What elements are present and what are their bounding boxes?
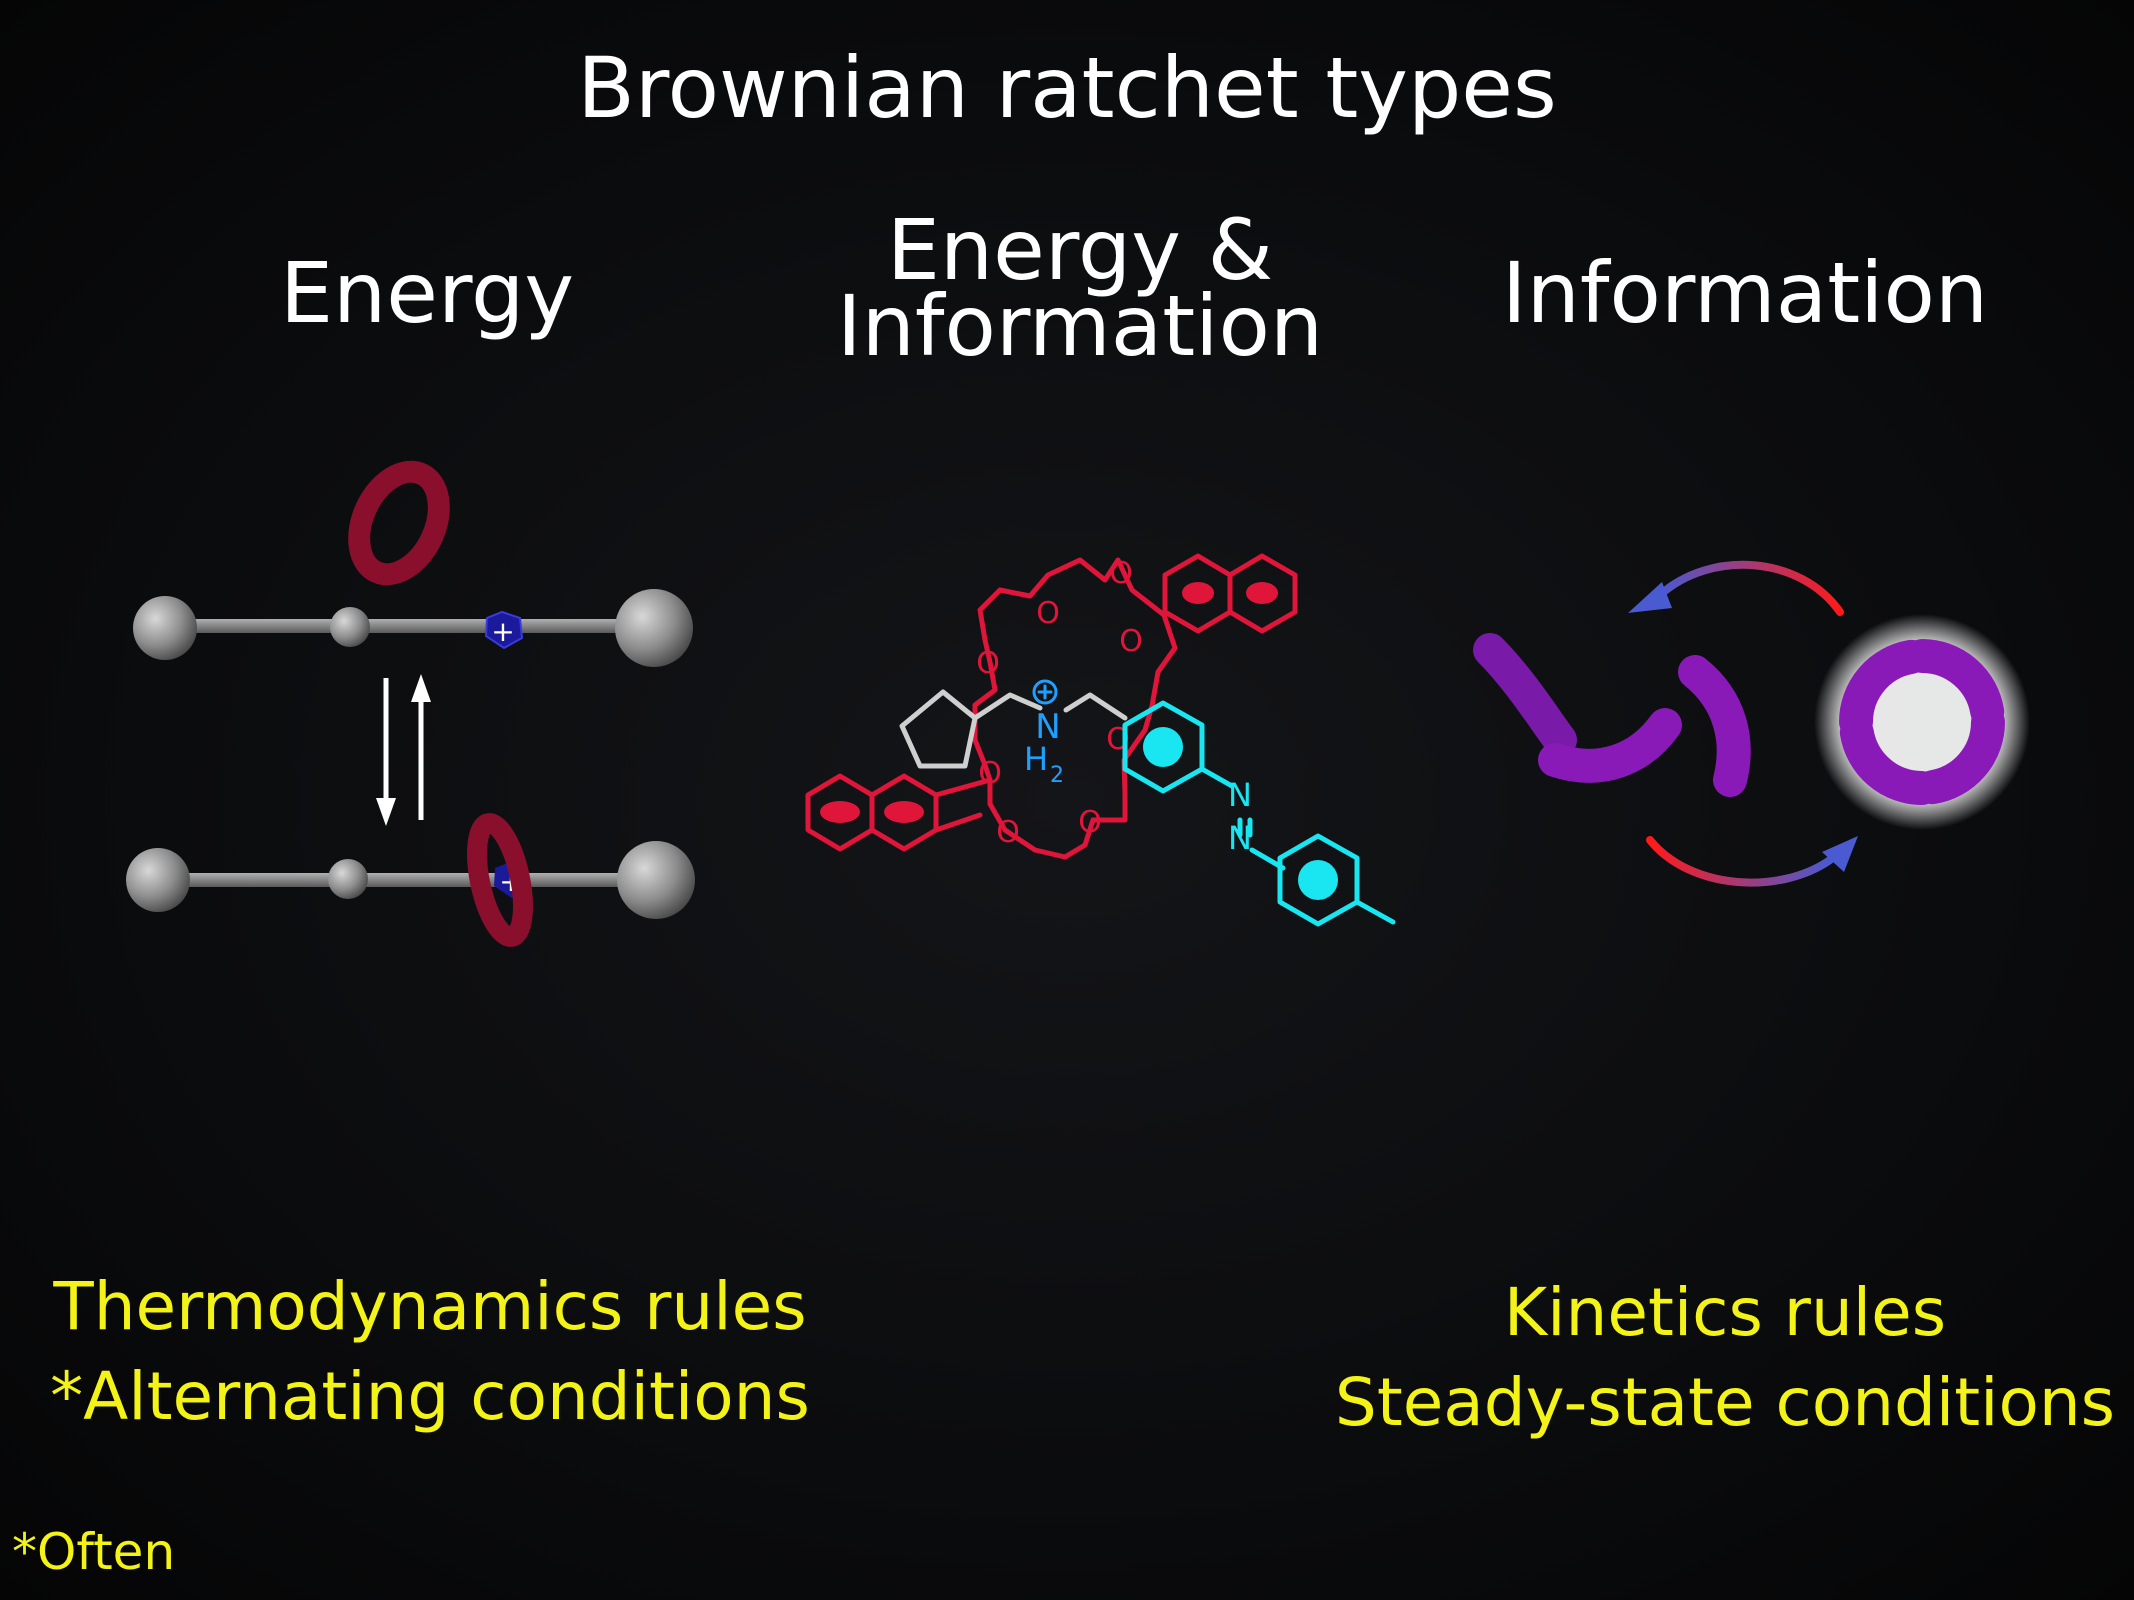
fragment-arc-2 [1538,708,1682,783]
nitrogen-ammonium: N [1035,707,1060,747]
stopper-left-bottom [126,848,190,912]
cyclopentyl-group [899,689,1043,769]
oxygen-labels: O O O O O O O O [976,556,1143,850]
oxygen-8: O [1078,805,1102,840]
fragment-arc-3 [1678,655,1751,797]
oxygen-3: O [1119,624,1143,659]
energy-condition: *Alternating conditions [50,1358,810,1435]
equilibrium-arrows [376,674,431,826]
station-sphere-bottom [328,859,368,899]
energy-information-heading-line2: Information [836,277,1324,375]
station-sphere-top [330,607,370,647]
ring-bound [467,813,533,947]
slide-title: Brownian ratchet types [577,39,1557,137]
ring-free [348,460,450,586]
information-rule: Kinetics rules [1503,1274,1947,1351]
hydrogen-label: H [1024,740,1048,778]
fragment-arc-1 [1473,633,1577,757]
oxygen-1: O [1109,556,1133,591]
axle-top [165,619,660,633]
azobenzene-group [1122,700,1396,927]
footnote: *Often [12,1523,176,1581]
cycle-arrow-bottom [1646,836,1834,887]
azo-nitrogen-labels: N N [1228,776,1252,857]
rotaxane-top: + [133,460,693,667]
charge-plus-top: + [491,615,514,648]
hydrogen-subscript: 2 [1050,763,1064,788]
ammonium-group: N H 2 [1024,679,1128,788]
cycle-arrowhead-top [1628,582,1672,613]
stopper-left-top [133,596,197,660]
azobenzene-fill [1143,727,1338,900]
stopper-right-bottom [617,841,695,919]
information-description: Kinetics rules Steady-state conditions [1330,1268,2120,1448]
cycle-arrowhead-bottom [1822,836,1858,872]
cycle-arrow-top [1656,560,1844,616]
charge-site-top [484,610,524,650]
azo-nitrogen-1: N [1228,776,1252,814]
rotaxane-bottom: + [126,813,695,947]
crown-ether [805,553,1298,860]
stopper-right-top [615,589,693,667]
oxygen-4: O [976,646,1000,681]
energy-description: Thermodynamics rules *Alternating condit… [20,1262,840,1442]
axle-bottom [158,873,658,887]
information-condition: Steady-state conditions [1334,1364,2116,1441]
oxygen-7: O [996,815,1020,850]
energy-information-heading: Energy & Information [780,201,1380,375]
oxygen-6: O [978,756,1002,791]
oxygen-2: O [1036,596,1060,631]
energy-rule: Thermodynamics rules [53,1268,807,1345]
assembly-cycle [1473,560,2030,887]
information-heading: Information [1501,244,1989,342]
molecular-structure: O O O O O O O O N H 2 [805,553,1396,927]
assembled-ring [1839,639,2005,805]
crown-ether-rings-fill [820,582,1278,823]
energy-heading: Energy [279,244,575,342]
energy-information-heading-line1: Energy & [886,201,1274,299]
azo-nitrogen-2: N [1228,819,1252,857]
